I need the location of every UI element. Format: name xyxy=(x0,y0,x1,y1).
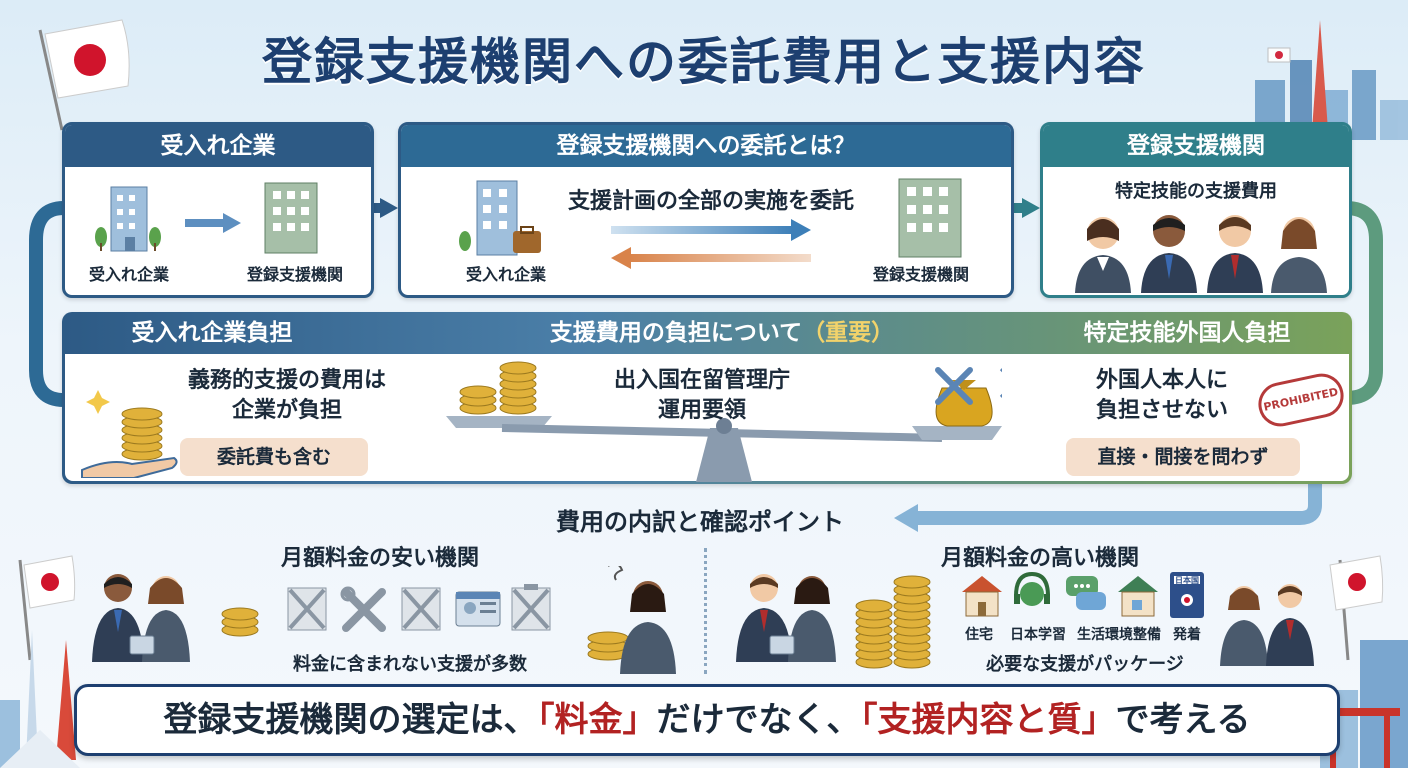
burden-left-text-1: 義務的支援の費用は xyxy=(187,368,386,393)
cross-icon xyxy=(935,367,973,405)
arrow-left-icon xyxy=(611,247,811,269)
conclusion-quote-fee: 「料金」 xyxy=(537,700,657,740)
breakdown-heading: 費用の内訳と確認ポイント xyxy=(556,508,844,536)
conclusion-middle: だけでなく、 xyxy=(656,700,861,740)
conclusion-prefix: 登録支援機関の選定は、 xyxy=(163,700,538,740)
icon-label-japanese-study: 日本学習 xyxy=(1010,627,1066,643)
panel-entrustment: 登録支援機関への委託とは？ 支援計画の全部の実施を委託 受入れ企業 登録支援機関 xyxy=(398,122,1014,298)
conclusion-quote-quality: 「支援内容と質」 xyxy=(860,700,1116,740)
building-icon xyxy=(95,186,161,252)
high-cost-title: 月額料金の高い機関 xyxy=(940,546,1139,571)
conclusion-banner: 登録支援機関の選定は、「料金」だけでなく、「支援内容と質」で考える xyxy=(74,684,1340,756)
label-to: 登録支援機関 xyxy=(246,265,343,284)
skyline-bottom-right xyxy=(1320,555,1408,768)
balance-scale-icon xyxy=(446,361,1002,482)
conclusion-suffix: で考える xyxy=(1115,700,1251,740)
panel-support-org: 登録支援機関 特定技能の支援費用 xyxy=(1040,122,1352,298)
panel-subtitle: 特定技能の支援費用 xyxy=(1115,181,1277,202)
label-left: 受入れ企業 xyxy=(465,265,546,284)
icon-label-housing: 住宅 xyxy=(965,627,993,643)
burden-left-header: 受入れ企業負担 xyxy=(131,320,293,346)
low-cost-title: 月額料金の安い機関 xyxy=(280,546,479,571)
japan-flag-icon xyxy=(38,19,130,131)
burden-left-text-2: 企業が負担 xyxy=(231,398,342,423)
staff-pair-icon xyxy=(1220,584,1314,666)
arrow-right-icon xyxy=(185,213,241,233)
entrust-message: 支援計画の全部の実施を委託 xyxy=(567,189,854,214)
burden-center-header: 支援費用の負担について（重要） xyxy=(442,312,1002,354)
id-card-icon xyxy=(455,591,501,627)
burden-band: 受入れ企業負担 支援費用の負担について（重要） 特定技能外国人負担 義務的支援の… xyxy=(62,312,1352,484)
burden-right-header: 特定技能外国人負担 xyxy=(1083,320,1291,346)
staff-group-icon xyxy=(1075,215,1327,293)
house-icon xyxy=(962,576,1002,617)
burden-center-text-2: 運用要領 xyxy=(657,398,746,423)
tools-crossed-icon xyxy=(340,586,386,632)
document-crossed-icon xyxy=(287,587,327,631)
burden-center-text-1: 出入国在留管理庁 xyxy=(613,368,790,393)
staff-pair-icon xyxy=(736,574,836,662)
headset-icon xyxy=(1014,571,1050,606)
burden-right-text-2: 負担させない xyxy=(1095,398,1228,423)
worried-person-icon xyxy=(608,566,676,674)
coins-hand-icon xyxy=(81,390,178,478)
passport-text: 日本国 xyxy=(1175,576,1199,585)
panel-header: 登録支援機関への委託とは？ xyxy=(401,125,1011,167)
page-title: 登録支援機関への委託費用と支援内容 xyxy=(262,33,1146,91)
high-cost-caption: 必要な支援がパッケージ xyxy=(986,654,1184,675)
coin-stacks-icon xyxy=(855,575,931,669)
label-right: 登録支援機関 xyxy=(872,265,969,284)
home-green-icon xyxy=(1118,576,1158,617)
panel-header: 登録支援機関 xyxy=(1043,125,1349,167)
building-icon xyxy=(898,178,962,258)
passport-icon xyxy=(1170,572,1204,618)
icon-label-living-environment: 生活環境整備 xyxy=(1077,627,1161,643)
burden-left-pill: 委託費も含む xyxy=(180,438,368,476)
burden-right-text-1: 外国人本人に xyxy=(1095,368,1228,393)
building-icon xyxy=(459,180,541,256)
low-cost-caption: 料金に含まれない支援が多数 xyxy=(293,654,527,675)
burden-right-pill: 直接・間接を問わず xyxy=(1066,438,1300,476)
high-cost-illustration xyxy=(736,571,1314,669)
staff-pair-icon xyxy=(92,574,190,662)
section-divider xyxy=(704,548,707,674)
clipboard-crossed-icon xyxy=(511,584,551,631)
panel-header: 受入れ企業 xyxy=(65,125,371,167)
paper-crossed-icon xyxy=(401,587,441,631)
briefcase-icon xyxy=(513,227,514,228)
label-from: 受入れ企業 xyxy=(88,265,169,284)
icon-label-arrival: 発着 xyxy=(1173,627,1201,643)
chat-icon xyxy=(1066,576,1106,610)
arrow-right-icon xyxy=(611,219,811,241)
building-icon xyxy=(264,182,318,254)
skyline-bottom-left xyxy=(0,555,80,768)
skyline-top-right xyxy=(1255,20,1408,140)
burden-center-emphasis: （重要） xyxy=(802,320,895,346)
burden-center-title: 支援費用の負担について xyxy=(549,320,803,346)
low-cost-illustration xyxy=(92,566,676,674)
panel-accepting-company: 受入れ企業 受入れ企業 登録支援機関 xyxy=(62,122,374,298)
